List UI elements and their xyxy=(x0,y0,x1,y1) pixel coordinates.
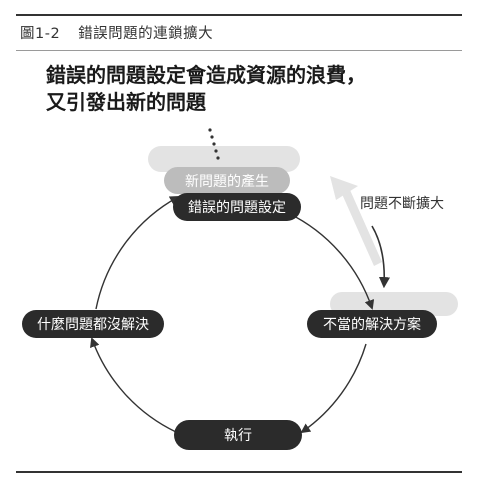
node-wrong-problem-label: 錯誤的問題設定 xyxy=(188,200,286,216)
node-wrong-problem: 錯誤的問題設定 xyxy=(173,193,301,221)
expanding-arrow xyxy=(330,176,382,266)
small-growth-arrow xyxy=(371,225,391,289)
arrow-wrong-to-solution xyxy=(287,212,375,310)
node-execute-label: 執行 xyxy=(224,428,252,444)
node-unsolved: 什麼問題都沒解決 xyxy=(22,310,164,338)
node-new-problem-label: 新問題的產生 xyxy=(185,173,269,190)
node-execute: 執行 xyxy=(174,420,302,450)
caption-rule xyxy=(16,50,462,51)
node-new-problem: 新問題的產生 xyxy=(164,167,290,194)
arrow-execute-to-unsolved xyxy=(90,337,177,433)
headline: 錯誤的問題設定會造成資源的浪費， 又引發出新的問題 xyxy=(46,62,366,116)
arrow-solution-to-execute xyxy=(300,343,367,434)
top-rule xyxy=(16,14,462,16)
dotted-trail xyxy=(208,128,220,160)
node-unsolved-label: 什麼問題都沒解決 xyxy=(37,316,149,333)
headline-line-1: 錯誤的問題設定會造成資源的浪費， xyxy=(46,63,366,87)
headline-line-2: 又引發出新的問題 xyxy=(46,90,206,114)
figure-caption: 圖1-2 錯誤問題的連鎖擴大 xyxy=(20,22,213,43)
faded-pill-top-back xyxy=(148,146,300,172)
figure-title: 錯誤問題的連鎖擴大 xyxy=(78,26,214,42)
bottom-rule xyxy=(16,471,462,473)
node-improper-solution: 不當的解決方案 xyxy=(307,310,437,338)
node-improper-solution-label: 不當的解決方案 xyxy=(323,316,421,333)
side-label: 問題不斷擴大 xyxy=(360,195,444,212)
figure-number: 圖1-2 xyxy=(20,26,61,42)
arrow-unsolved-to-new xyxy=(95,196,180,310)
